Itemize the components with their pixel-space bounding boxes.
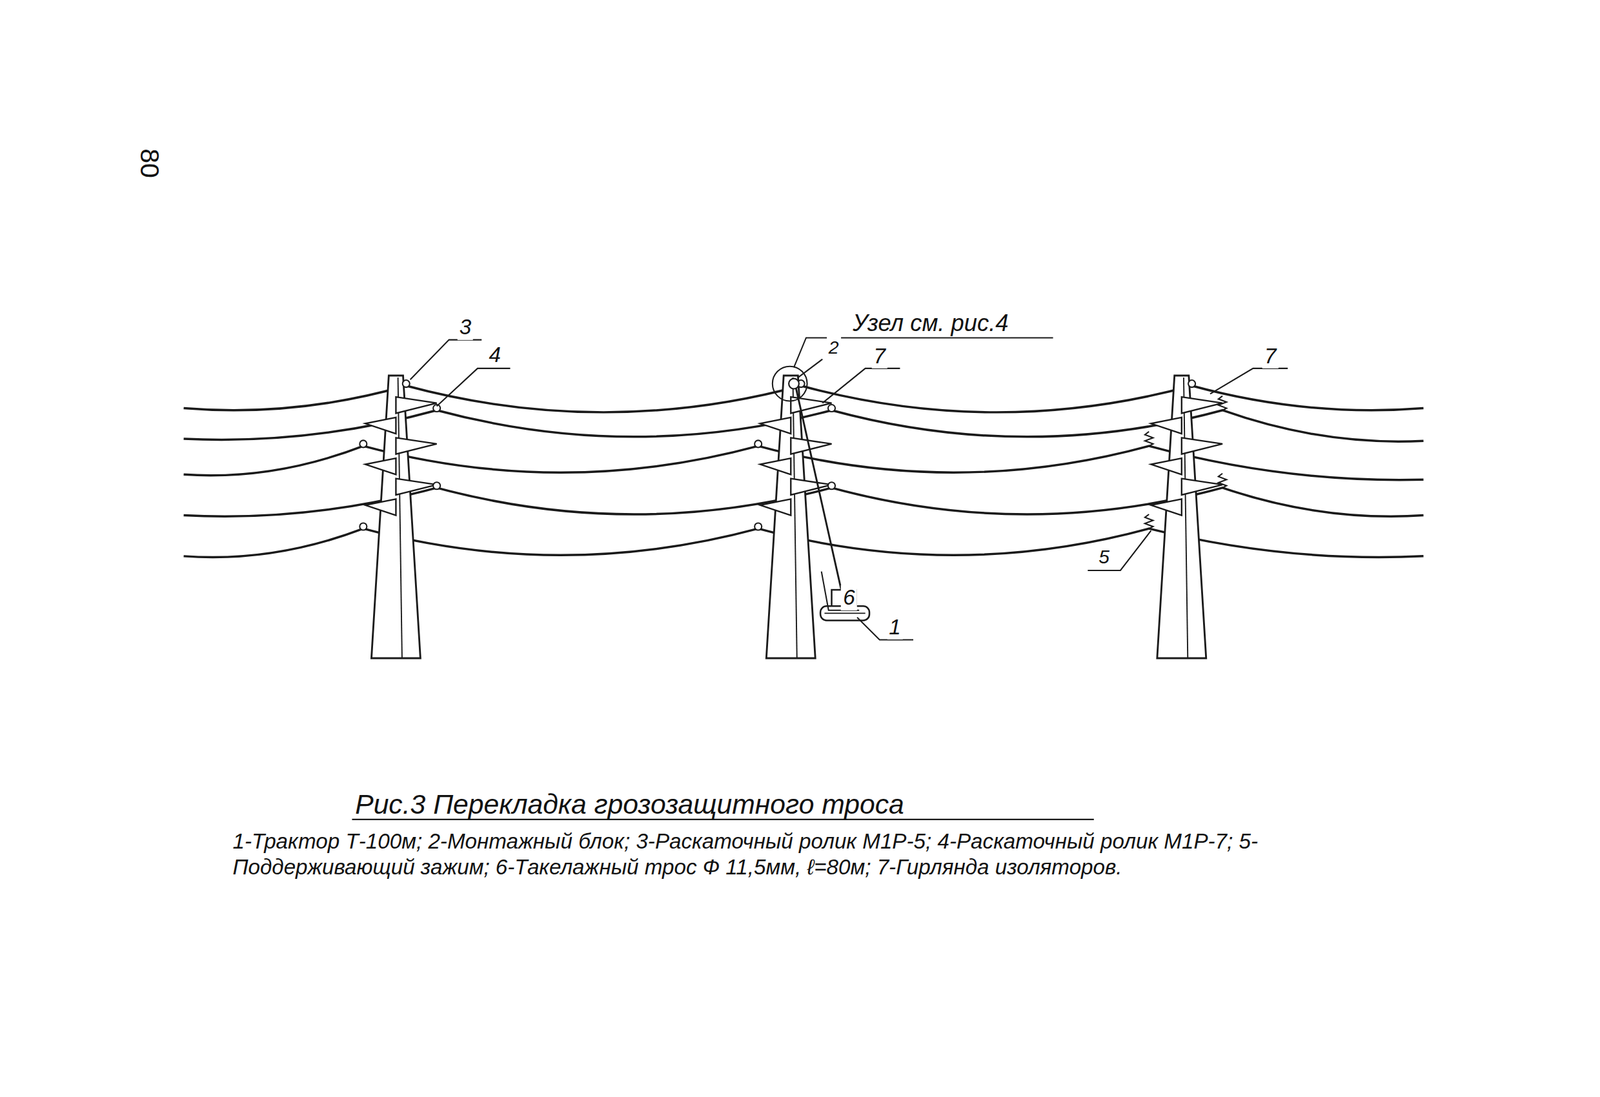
callout-number: 2: [826, 336, 841, 358]
callout-number: 7: [1262, 344, 1278, 369]
callout-number: 6: [840, 585, 857, 610]
tower: [359, 375, 441, 659]
leader-line: [821, 571, 860, 611]
page-number: 80: [133, 146, 164, 181]
rigging: [772, 366, 870, 621]
leader-line: [1087, 530, 1151, 571]
callout-number: 7: [871, 344, 888, 369]
leader-lines: [351, 337, 1288, 820]
leader-line: [797, 359, 823, 378]
leader-line: [857, 617, 914, 641]
leader-line: [436, 368, 511, 407]
leader-line: [1210, 368, 1288, 395]
callout-number: 4: [487, 342, 503, 368]
legend-text: 1-Трактор Т-100м; 2-Монтажный блок; 3-Ра…: [232, 828, 1386, 881]
figure-caption: Рис.3 Перекладка грозозащитного троса: [354, 788, 905, 821]
callout-number: 1: [886, 615, 903, 640]
tower: [1144, 375, 1227, 659]
callout-number: 5: [1096, 546, 1112, 569]
node-reference: Узел см. рис.4: [850, 309, 1011, 337]
leader-line: [822, 368, 900, 404]
callout-number: 3: [457, 314, 474, 340]
